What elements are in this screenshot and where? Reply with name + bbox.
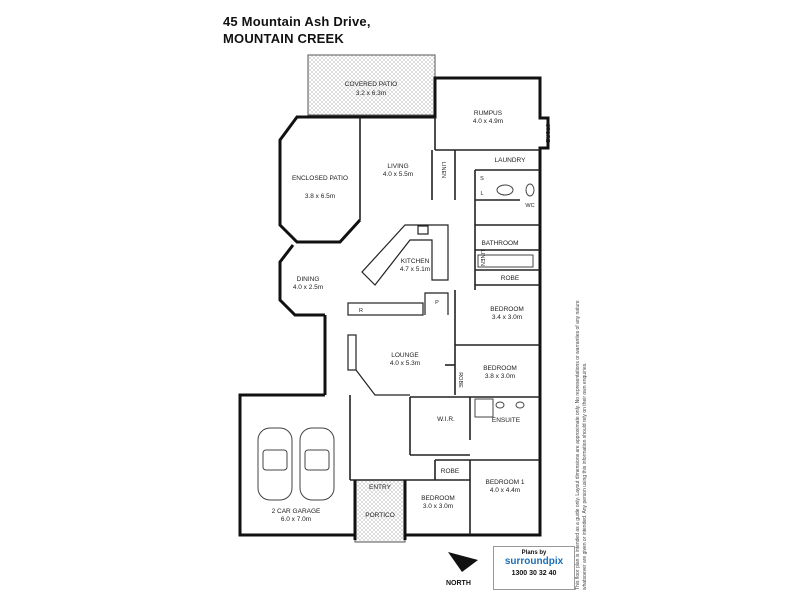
l-label: L [480, 191, 483, 197]
surroundpix-logo: Plans by surroundpix 1300 30 32 40 [493, 546, 575, 590]
laundry-label: LAUNDRY [495, 157, 527, 164]
bathroom-fixtures [474, 183, 535, 418]
garage-cars [257, 427, 335, 501]
s-label: S [480, 176, 484, 182]
interior-walls [349, 117, 540, 535]
bedroom-a-size: 3.4 x 3.0m [492, 314, 522, 321]
bedroom-b-size: 3.8 x 3.0m [485, 373, 515, 380]
p-label: P [435, 300, 439, 306]
lounge-label: LOUNGE [391, 352, 419, 359]
covered-patio-area [307, 54, 436, 116]
address-line-1: 45 Mountain Ash Drive, [223, 14, 371, 29]
robe-label-3: ROBE [441, 468, 460, 475]
living-label: LIVING [387, 163, 408, 170]
robe-label-1: ROBE [501, 275, 520, 282]
living-size: 4.0 x 5.5m [383, 171, 413, 178]
ensuite-label: ENSUITE [492, 417, 521, 424]
outer-walls [238, 76, 550, 540]
wc-label: WC [525, 203, 534, 209]
phone-number: 1300 30 32 40 [511, 570, 557, 577]
garage-size: 6.0 x 7.0m [281, 516, 311, 523]
brand-name: surroundpix [504, 556, 564, 567]
r-label: R [359, 308, 363, 314]
plans-by-label: Plans by [521, 550, 547, 556]
bedroom1-size: 4.0 x 4.4m [490, 487, 520, 494]
north-arrow-icon [448, 552, 478, 572]
lounge-size: 4.0 x 5.3m [390, 360, 420, 367]
linen-label-1: LINEN [440, 162, 446, 178]
store-label: STORE [544, 124, 550, 143]
rumpus-size: 4.0 x 4.9m [473, 118, 503, 125]
enclosed-patio-size: 3.8 x 6.5m [305, 193, 335, 200]
bedroom-c-size: 3.0 x 3.0m [423, 503, 453, 510]
linen-label-2: LINEN [479, 250, 485, 266]
bedroom-a-label: BEDROOM [490, 306, 524, 313]
covered-patio-size: 3.2 x 6.3m [356, 90, 386, 97]
address-line-2: MOUNTAIN CREEK [223, 31, 344, 46]
rumpus-label: RUMPUS [474, 110, 503, 117]
bedroom-b-label: BEDROOM [483, 365, 517, 372]
disclaimer-text: This floor plan is intended as a guide o… [575, 300, 588, 590]
entry-label: ENTRY [369, 484, 392, 491]
bedroom1-label: BEDROOM 1 [485, 479, 524, 486]
kitchen-size: 4.7 x 5.1m [400, 266, 430, 273]
dining-size: 4.0 x 2.5m [293, 284, 323, 291]
bedroom-c-label: BEDROOM [421, 495, 455, 502]
dining-label: DINING [297, 276, 320, 283]
enclosed-patio-label: ENCLOSED PATIO [292, 175, 348, 182]
wir-label: W.I.R. [437, 416, 455, 423]
garage-label: 2 CAR GARAGE [272, 508, 321, 515]
kitchen-label: KITCHEN [401, 258, 430, 265]
bathroom-label: BATHROOM [481, 240, 518, 247]
north-label: NORTH [446, 580, 471, 587]
robe-label-2: ROBE [457, 372, 463, 388]
kitchen-counters [347, 224, 449, 396]
covered-patio-label: COVERED PATIO [345, 81, 398, 88]
portico-label: PORTICO [365, 512, 395, 519]
